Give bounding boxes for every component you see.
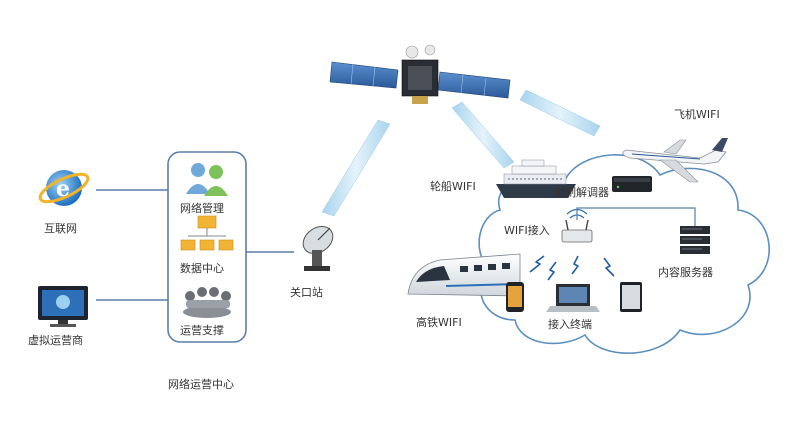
train-wifi-label: 高铁WIFI xyxy=(416,316,462,329)
lan-links xyxy=(576,207,696,226)
svg-text:e: e xyxy=(56,176,70,202)
signal-to-train xyxy=(529,255,545,273)
satellite-beams xyxy=(321,89,601,217)
line-router-server xyxy=(576,207,696,226)
noc-label: 网络运营中心 xyxy=(168,378,234,391)
data-center-label: 数据中心 xyxy=(180,262,224,275)
modem-label: 调制解调器 xyxy=(554,186,609,199)
beam-to-ship xyxy=(451,101,515,169)
network-mgmt-label: 网络管理 xyxy=(180,202,224,215)
signal-to-phone xyxy=(547,261,557,281)
server-icon xyxy=(680,226,710,254)
content-server-label: 内容服务器 xyxy=(658,266,713,279)
plane-wifi-label: 飞机WIFI xyxy=(674,108,720,121)
phone-icon xyxy=(506,282,524,312)
internet-label: 互联网 xyxy=(44,222,77,235)
satellite-dish-icon xyxy=(302,226,334,271)
virtual-operator-label: 虚拟运营商 xyxy=(28,334,83,347)
ship-icon xyxy=(496,159,576,198)
beam-to-plane xyxy=(519,89,601,137)
ops-support-label: 运营支撑 xyxy=(180,324,224,337)
beam-to-gateway xyxy=(321,119,391,217)
airplane-icon xyxy=(622,138,728,183)
folder-tree-icon xyxy=(180,215,234,251)
gateway-label: 关口站 xyxy=(290,286,323,299)
monitor-icon xyxy=(38,286,88,327)
modem-icon xyxy=(612,176,652,192)
satellite-icon xyxy=(329,44,511,104)
people-meeting-icon xyxy=(183,287,231,318)
wifi-signals xyxy=(529,255,615,281)
train-icon xyxy=(407,253,521,297)
signal-to-tablet xyxy=(603,257,615,277)
signal-to-laptop xyxy=(571,255,579,275)
access-cloud xyxy=(478,154,770,354)
connection-lines xyxy=(96,189,294,301)
ship-wifi-label: 轮船WIFI xyxy=(430,180,476,193)
wifi-access-label: WIFI接入 xyxy=(504,224,550,237)
tablet-icon xyxy=(620,282,642,312)
users-icon xyxy=(186,163,228,196)
internet-explorer-icon: e xyxy=(38,170,90,206)
access-terminal-label: 接入终端 xyxy=(548,318,592,331)
laptop-icon xyxy=(546,284,600,312)
